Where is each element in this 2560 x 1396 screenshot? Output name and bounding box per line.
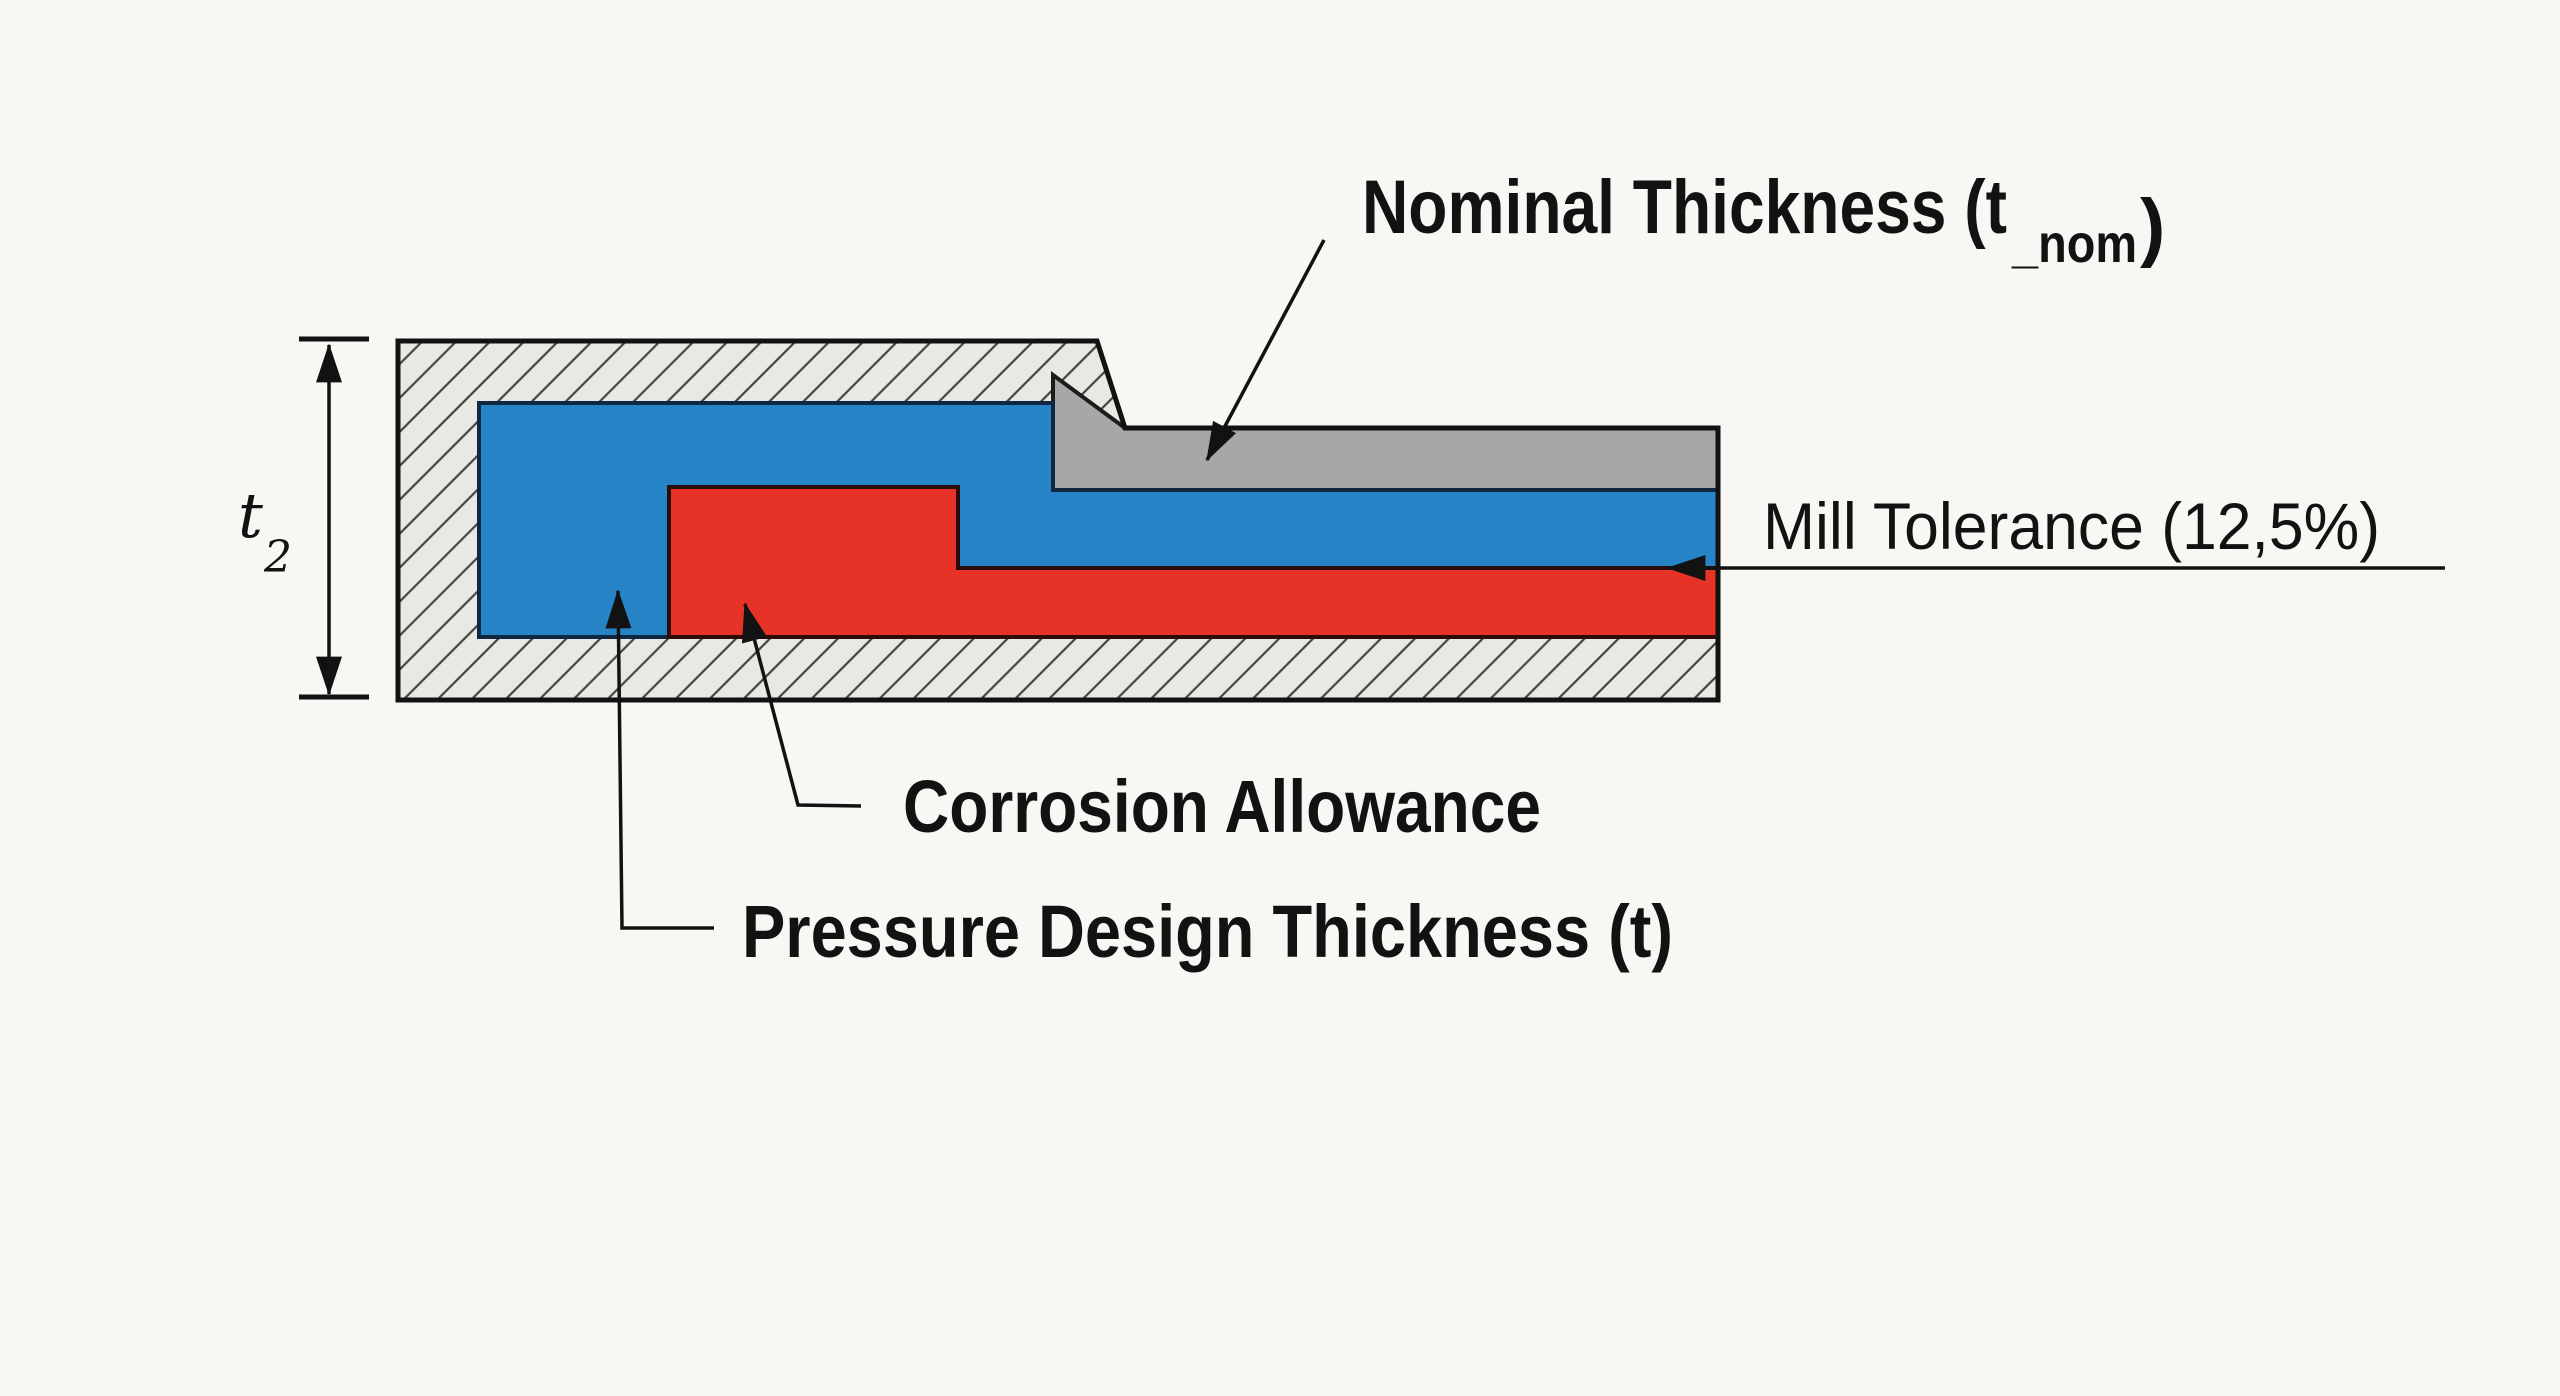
pressure-design-label: Pressure Design Thickness (t) (742, 890, 1673, 973)
nominal-thickness-label-subscript: _nom (2011, 214, 2137, 274)
mill-tolerance-label: Mill Tolerance (12,5%) (1763, 489, 2380, 563)
pressure-design-leader-line (605, 589, 714, 930)
t2-dimension: t 2 (238, 336, 369, 700)
t2-label-subscript: 2 (263, 532, 292, 583)
nominal-thickness-leader-line (1205, 239, 1326, 462)
nominal-thickness-callout: Nominal Thickness (t _nom ) (1205, 165, 2165, 462)
nominal-thickness-label: Nominal Thickness (t (1362, 165, 2007, 250)
nominal-thickness-label-close-paren: ) (2140, 184, 2165, 269)
t2-label: t (238, 479, 263, 552)
corrosion-allowance-callout: Corrosion Allowance (741, 602, 1541, 848)
corrosion-allowance-label: Corrosion Allowance (903, 765, 1541, 848)
corrosion-allowance-leader-line (741, 602, 862, 808)
mill-tolerance-callout: Mill Tolerance (12,5%) (1666, 489, 2445, 581)
pressure-design-callout: Pressure Design Thickness (t) (605, 589, 1673, 973)
wall-outer-outline (395, 338, 1721, 703)
